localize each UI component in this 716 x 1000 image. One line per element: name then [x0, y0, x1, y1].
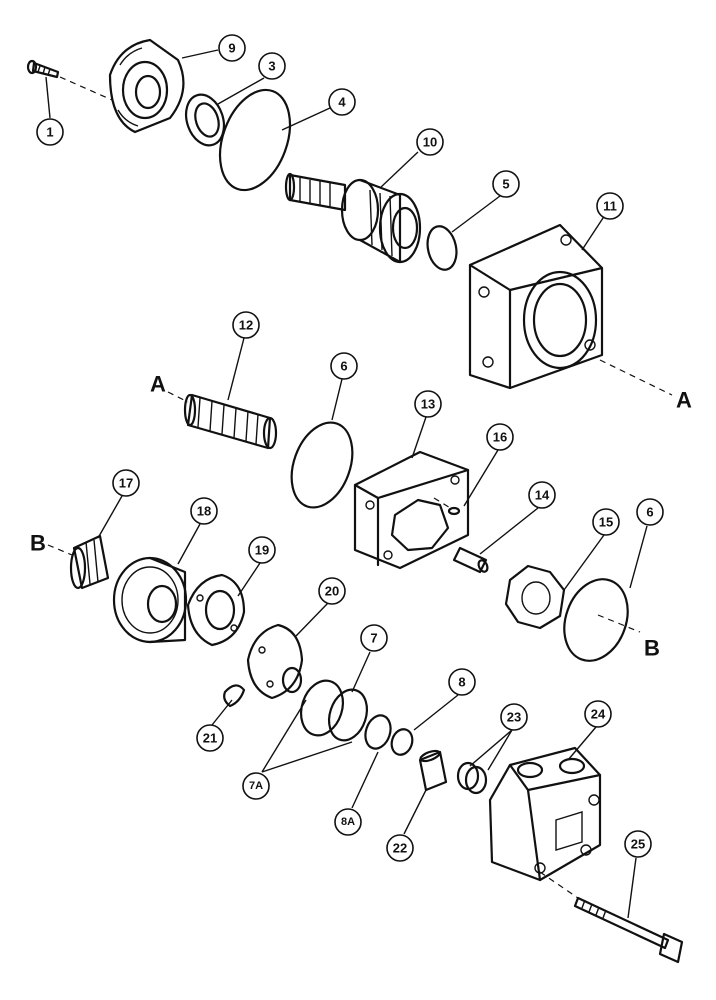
callout-15: 15 — [592, 508, 620, 536]
callout-7: 7 — [360, 624, 388, 652]
svg-text:23: 23 — [507, 710, 521, 725]
part-6-o-ring-upper — [290, 421, 354, 509]
svg-text:6: 6 — [646, 505, 653, 520]
callout-11: 11 — [596, 192, 624, 220]
axis-label-b-left: B — [30, 531, 46, 556]
callout-17: 17 — [112, 469, 140, 497]
svg-text:7: 7 — [370, 631, 377, 646]
part-10-shaft-assembly — [284, 172, 422, 264]
part-23-washers — [456, 761, 488, 795]
svg-text:15: 15 — [599, 515, 613, 530]
svg-text:11: 11 — [603, 199, 617, 214]
part-14-dowel — [452, 546, 489, 574]
svg-text:25: 25 — [631, 837, 645, 852]
part-7-ring — [327, 688, 369, 742]
callout-5: 5 — [492, 170, 520, 198]
part-5-ring — [426, 225, 458, 271]
callout-8: 8 — [448, 668, 476, 696]
svg-text:6: 6 — [340, 359, 347, 374]
callout-14: 14 — [528, 481, 556, 509]
part-21-clip — [223, 684, 246, 708]
callout-9: 9 — [218, 34, 246, 62]
svg-text:21: 21 — [203, 731, 217, 746]
part-8a-ring — [364, 714, 392, 750]
part-18-gerotor — [112, 556, 188, 644]
callout-8a: 8A — [334, 808, 362, 836]
svg-text:17: 17 — [119, 476, 133, 491]
svg-text:4: 4 — [338, 95, 346, 110]
callout-18: 18 — [190, 497, 218, 525]
callout-24: 24 — [584, 700, 612, 728]
part-15-gear — [504, 564, 566, 630]
svg-text:1: 1 — [46, 125, 53, 140]
svg-text:12: 12 — [239, 318, 253, 333]
part-12-splined-shaft — [183, 393, 278, 450]
part-24-valve-housing — [488, 746, 602, 882]
part-25-bolt — [573, 896, 684, 964]
axis-line-b-right — [597, 614, 641, 633]
svg-text:16: 16 — [493, 430, 507, 445]
callout-3: 3 — [258, 52, 286, 80]
axis-label-a-left: A — [150, 372, 166, 397]
leader-lines — [45, 49, 648, 919]
callout-7a: 7A — [242, 772, 270, 800]
callout-16: 16 — [486, 423, 514, 451]
callout-22: 22 — [386, 834, 414, 862]
part-22-pin — [418, 749, 448, 792]
callout-10: 10 — [416, 128, 444, 156]
svg-text:8: 8 — [458, 675, 465, 690]
axis-label-b-right: B — [644, 636, 660, 661]
part-9-end-cap — [108, 38, 185, 134]
part-11-housing — [468, 223, 604, 390]
svg-text:18: 18 — [197, 504, 211, 519]
callout-4: 4 — [328, 88, 356, 116]
svg-text:10: 10 — [423, 135, 437, 150]
svg-text:8A: 8A — [341, 816, 355, 828]
callout-6-lower: 6 — [636, 498, 664, 526]
axis-line-1 — [59, 76, 113, 101]
svg-text:9: 9 — [228, 41, 235, 56]
part-3-seal — [184, 93, 226, 147]
axis-label-a-right: A — [676, 388, 692, 413]
svg-text:5: 5 — [502, 177, 509, 192]
part-17-coupler — [69, 534, 110, 590]
svg-text:13: 13 — [421, 397, 435, 412]
part-7a-rings — [300, 679, 344, 737]
axis-line-a-left — [167, 391, 189, 403]
axis-line-25 — [539, 871, 579, 899]
part-16-pin — [447, 506, 461, 516]
part-20-valve-plate — [246, 623, 304, 700]
part-1-screw — [26, 59, 60, 79]
axis-line-a-right — [599, 359, 673, 396]
callout-23: 23 — [500, 703, 528, 731]
part-8-ring — [390, 728, 414, 756]
svg-text:19: 19 — [255, 543, 269, 558]
axis-line-16 — [433, 497, 453, 510]
svg-text:22: 22 — [393, 841, 407, 856]
callout-19: 19 — [248, 536, 276, 564]
part-19-wear-plate — [186, 573, 246, 647]
callout-25: 25 — [624, 830, 652, 858]
svg-text:20: 20 — [325, 584, 339, 599]
svg-text:14: 14 — [535, 488, 550, 503]
callout-20: 20 — [318, 577, 346, 605]
callout-13: 13 — [414, 390, 442, 418]
part-13-plate — [353, 450, 470, 570]
callout-21: 21 — [196, 724, 224, 752]
callout-6-upper: 6 — [330, 352, 358, 380]
svg-text:3: 3 — [268, 59, 275, 74]
callout-1: 1 — [36, 118, 64, 146]
part-4-o-ring — [218, 88, 292, 192]
part-6-o-ring-lower — [563, 578, 629, 662]
svg-text:7A: 7A — [249, 780, 263, 792]
callout-12: 12 — [232, 311, 260, 339]
axis-line-b-left — [47, 544, 73, 556]
svg-text:24: 24 — [591, 707, 606, 722]
